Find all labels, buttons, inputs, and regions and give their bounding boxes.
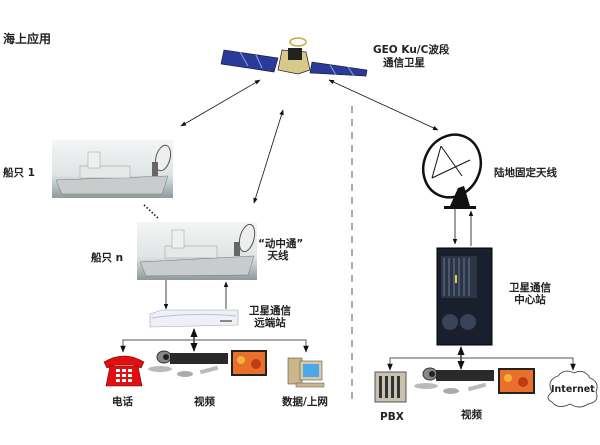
internet-cloud-icon <box>547 370 598 408</box>
hub-station-label-line1: 卫星通信 <box>509 282 551 294</box>
ship-n-image <box>137 222 257 280</box>
link-arrow-shipn <box>253 109 284 204</box>
video-conference-icon <box>148 350 267 377</box>
hub-bus-line <box>389 357 576 371</box>
scene-title: 海上应用 <box>3 32 52 46</box>
pbx-icon <box>374 371 407 403</box>
telephone-icon <box>103 355 145 387</box>
internet-label: Internet <box>551 384 595 395</box>
link-arrow-ship1 <box>180 79 261 127</box>
satellite-label-line2: 通信卫星 <box>383 57 425 69</box>
hub-video-label: 视频 <box>461 409 482 421</box>
satellite-label-line1: GEO Ku/C波段 <box>373 44 450 56</box>
computer-icon <box>287 357 325 388</box>
remote-bus-line <box>122 339 309 353</box>
phone-label: 电话 <box>112 396 133 408</box>
hub-station-label-line2: 中心站 <box>514 294 546 306</box>
link-arrow-land <box>328 79 439 131</box>
pbx-label: PBX <box>380 411 404 423</box>
ship-1-image <box>52 140 173 198</box>
ellipsis-dots <box>143 204 159 219</box>
land-antenna-dish-icon <box>421 133 483 209</box>
hub-station-server-icon <box>436 247 493 346</box>
remote-station-label-line1: 卫星通信 <box>249 305 291 317</box>
mobile-antenna-label-line2: 天线 <box>267 250 289 262</box>
hub-video-conference-icon <box>414 367 535 394</box>
remote-station-label-line2: 远端站 <box>254 317 286 329</box>
mobile-antenna-label-line1: “动中通” <box>258 238 304 250</box>
video-label: 视频 <box>194 396 215 408</box>
satellite-icon <box>220 37 368 77</box>
land-antenna-label: 陆地固定天线 <box>494 167 557 179</box>
ship-1-label: 船只 1 <box>3 167 35 179</box>
ship-n-label: 船只 n <box>91 252 124 264</box>
data-internet-label: 数据/上网 <box>282 396 328 408</box>
remote-station-modem-icon <box>149 309 239 328</box>
